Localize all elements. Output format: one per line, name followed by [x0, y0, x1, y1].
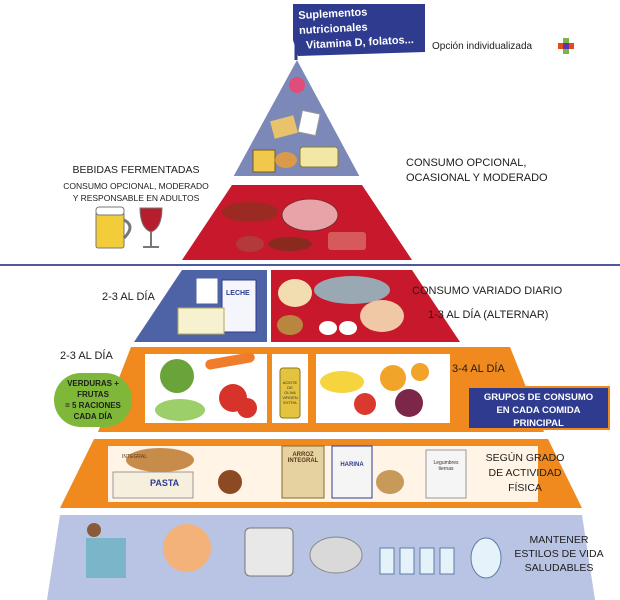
apple-icon — [354, 393, 376, 415]
butter-icon — [299, 146, 339, 168]
chicken-icon — [360, 300, 404, 332]
chestnut-icon — [218, 470, 242, 494]
base-line-1: MANTENER — [529, 534, 589, 546]
badge-line-2: FRUTAS — [77, 390, 109, 399]
bread-label: INTEGRAL — [122, 454, 148, 460]
groups-box-line-3: PRINCIPAL — [513, 418, 564, 429]
tier-protein — [271, 270, 460, 342]
badge-line-3: = 5 RACIONES — [65, 401, 121, 410]
flour-icon — [331, 445, 373, 499]
scale-icon — [244, 527, 294, 577]
yogurt-icon — [195, 277, 219, 305]
cooking-pot-icon — [309, 536, 363, 574]
grapes-icon — [395, 389, 423, 417]
rice-bag-icon — [281, 445, 325, 499]
orange-icon — [380, 365, 406, 391]
milk-carton-icon — [221, 279, 257, 333]
potato-icon — [376, 470, 404, 494]
broccoli-icon — [160, 359, 194, 393]
grain-line-2: DE ACTIVIDAD — [488, 467, 562, 479]
grains-activity-label: SEGÚN GRADO DE ACTIVIDAD FÍSICA — [470, 451, 580, 496]
tier-vegetables — [98, 347, 544, 432]
supplements-banner-text: Suplementos nutricionales Vitamina D, fo… — [298, 3, 424, 54]
water-glass-icon — [379, 547, 395, 575]
main-meal-groups-box: GRUPOS DE CONSUMO EN CADA COMIDA PRINCIP… — [467, 386, 610, 430]
badge-line-1: VERDURAS + — [67, 379, 119, 388]
milk-carton-label: LECHE — [226, 290, 250, 297]
banana-icon — [320, 371, 364, 393]
grain-line-1: SEGÚN GRADO — [485, 452, 565, 464]
cheese-icon — [177, 307, 225, 335]
tier-lifestyle — [47, 515, 595, 600]
chips-icon — [252, 149, 276, 173]
sausage-icon — [222, 202, 278, 222]
tier-processed-meat — [182, 185, 412, 260]
protein-frequency: 1-3 AL DÍA (ALTERNAR) — [428, 309, 549, 321]
carrot-icon — [205, 352, 255, 370]
chorizo-icon — [268, 237, 312, 251]
protein-label: CONSUMO VARIADO DIARIO — [412, 285, 563, 297]
legumes-jar-icon — [425, 449, 467, 499]
meat-cut-icon — [328, 232, 366, 250]
plus-icon — [558, 38, 574, 54]
legumes-icon — [277, 315, 303, 335]
optional-line-1: CONSUMO OPCIONAL, — [406, 157, 527, 169]
healthy-lifestyle-label: MANTENER ESTILOS DE VIDA SALUDABLES — [504, 533, 614, 575]
pasta-icon — [112, 471, 194, 499]
rice-label: ARROZ INTEGRAL — [287, 452, 319, 464]
cake-icon — [270, 115, 298, 139]
badge-line-4: CADA DÍA — [73, 412, 113, 421]
personalized-option-label: Opción individualizada — [432, 41, 533, 52]
sugar-icon — [297, 109, 321, 137]
base-line-3: SALUDABLES — [524, 562, 594, 574]
flour-label: HARINA — [340, 462, 364, 468]
croissant-icon — [275, 152, 297, 168]
bread-icon — [126, 448, 194, 472]
leek-icon — [155, 399, 205, 421]
legumes-label: Legumbres tiernas — [433, 460, 459, 472]
olive-oil-icon — [279, 367, 301, 419]
olive-oil-label: ACEITE DE OLIVA VIRGEN EXTRA — [282, 380, 298, 405]
dairy-frequency: 2-3 AL DÍA — [102, 291, 155, 303]
optional-line-2: OCASIONAL Y MODERADO — [406, 172, 548, 184]
fermented-note: CONSUMO OPCIONAL, MODERADO Y RESPONSABLE… — [36, 180, 236, 204]
tier-grains — [60, 439, 582, 508]
family-icon — [87, 523, 101, 537]
five-a-day-badge: VERDURAS + FRUTAS = 5 RACIONES CADA DÍA — [54, 373, 132, 427]
tier-dairy — [134, 270, 267, 342]
beer-icon — [95, 206, 132, 249]
egg-icon — [319, 321, 337, 335]
pasta-label: PASTA — [150, 478, 180, 488]
nuts-icon — [278, 279, 312, 307]
grain-line-3: FÍSICA — [508, 482, 542, 494]
groups-box-line-2: EN CADA COMIDA — [496, 405, 581, 416]
tier-sweets — [230, 55, 363, 178]
fruit-frequency: 3-4 AL DÍA — [452, 363, 505, 375]
wine-glass-icon — [139, 207, 163, 248]
salami-icon — [236, 236, 264, 252]
fermented-note-line-1: CONSUMO OPCIONAL, MODERADO — [63, 181, 209, 191]
candy-icon — [289, 77, 305, 93]
vegetables-frequency: 2-3 AL DÍA — [60, 350, 113, 362]
optional-consumption-label: CONSUMO OPCIONAL, OCASIONAL Y MODERADO — [406, 156, 548, 186]
water-jug-icon — [470, 537, 502, 579]
groups-box-line-1: GRUPOS DE CONSUMO — [483, 392, 594, 403]
brain-icon — [163, 524, 211, 572]
fermented-title: BEBIDAS FERMENTADAS — [72, 164, 200, 176]
fish-icon — [314, 276, 390, 304]
supplements-banner — [293, 4, 425, 60]
ham-icon — [281, 198, 339, 232]
base-line-2: ESTILOS DE VIDA — [514, 548, 604, 560]
fermented-note-line-2: Y RESPONSABLE EN ADULTOS — [72, 193, 200, 203]
